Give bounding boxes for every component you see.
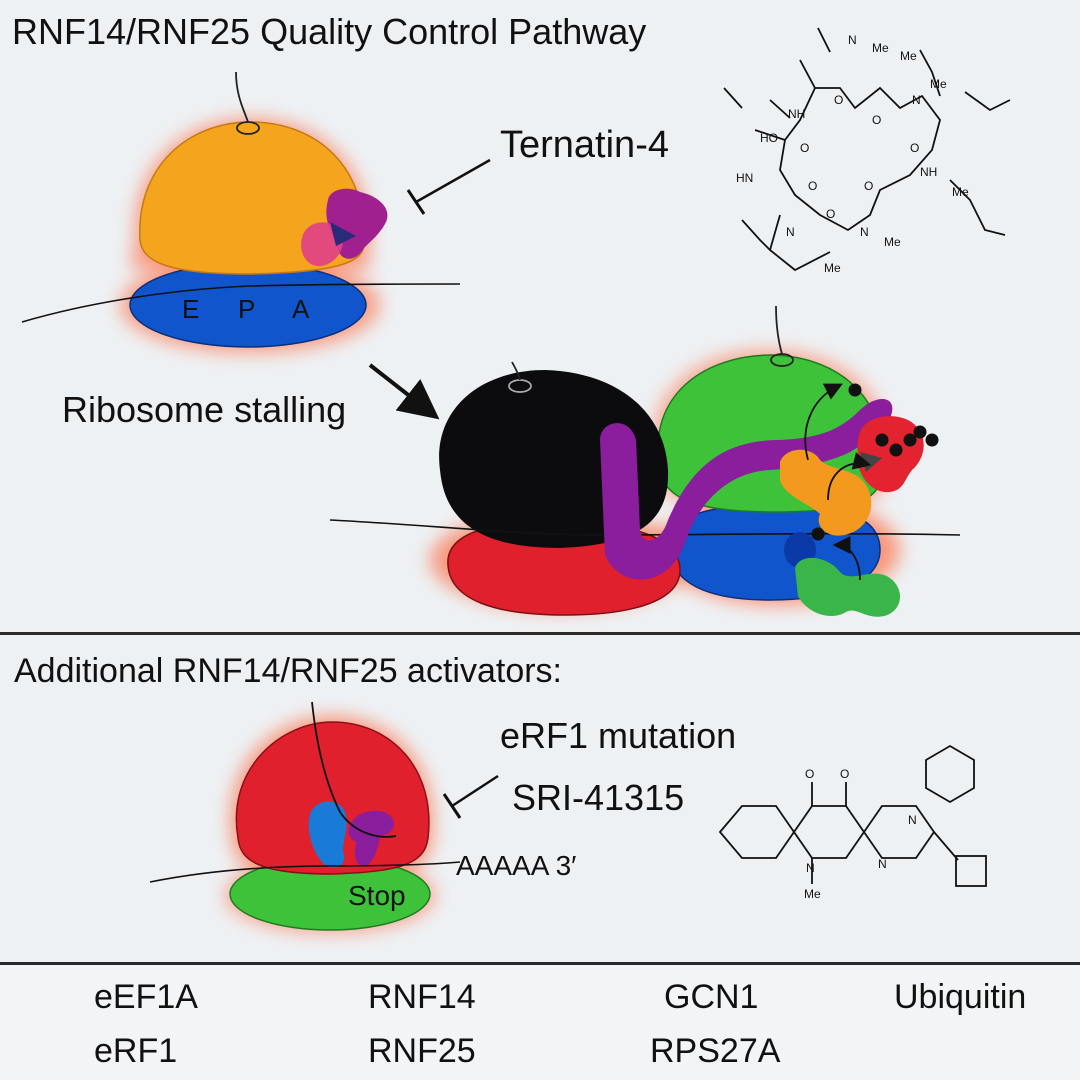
- legend-item-ubiquitin: Ubiquitin: [884, 978, 1026, 1017]
- legend-item-rnf14: RNF14: [358, 978, 476, 1017]
- legend-label-rnf25: RNF25: [368, 1032, 476, 1070]
- svg-text:HO: HO: [760, 131, 778, 145]
- legend-label-rnf14: RNF14: [368, 978, 476, 1016]
- svg-text:Me: Me: [952, 185, 969, 199]
- legend-label-gcn1: GCN1: [664, 978, 759, 1016]
- svg-text:O: O: [872, 113, 881, 127]
- legend-label-ubiquitin: Ubiquitin: [894, 978, 1027, 1016]
- figure-title: RNF14/RNF25 Quality Control Pathway: [12, 11, 647, 52]
- p-site-label: P: [238, 294, 256, 324]
- sri-41315-structure: [718, 744, 987, 887]
- svg-text:N: N: [786, 225, 795, 239]
- legend-label-erf1: eRF1: [94, 1032, 178, 1070]
- svg-text:O: O: [840, 767, 849, 781]
- svg-text:N: N: [848, 33, 857, 47]
- legend-label-rps27a: RPS27A: [650, 1032, 781, 1070]
- svg-text:Me: Me: [884, 235, 901, 249]
- svg-text:O: O: [805, 767, 814, 781]
- svg-text:O: O: [864, 179, 873, 193]
- e-site-label: E: [182, 294, 200, 324]
- activator-inhibition-arrow: [451, 774, 499, 808]
- svg-text:Me: Me: [872, 41, 889, 55]
- sri-41315-label: SRI-41315: [512, 777, 685, 818]
- svg-text:Me: Me: [930, 77, 947, 91]
- svg-text:NH: NH: [920, 165, 937, 179]
- ternatin-ribosome: [21, 71, 461, 353]
- ternatin-4-structure: [723, 27, 1011, 272]
- svg-text:N: N: [878, 857, 887, 871]
- stop-codon-label: Stop: [348, 880, 406, 911]
- svg-text:HN: HN: [736, 171, 753, 185]
- svg-text:N: N: [912, 93, 921, 107]
- svg-text:O: O: [800, 141, 809, 155]
- svg-text:NH: NH: [788, 107, 805, 121]
- ternatin-inhibition-arrow: [415, 158, 491, 204]
- svg-text:O: O: [910, 141, 919, 155]
- svg-text:Me: Me: [824, 261, 841, 275]
- legend-item-rnf25: RNF25: [358, 1032, 476, 1071]
- stalling-arrow: [368, 363, 440, 420]
- svg-text:N: N: [860, 225, 869, 239]
- svg-text:N: N: [908, 813, 917, 827]
- svg-text:Me: Me: [900, 49, 917, 63]
- rnf14-protein: [780, 449, 872, 536]
- gcn1-protein: [600, 398, 893, 580]
- legend-label-eef1a: eEF1A: [94, 978, 198, 1016]
- erf1-mutation-label: eRF1 mutation: [500, 715, 737, 756]
- legend-item-rps27a: RPS27A: [640, 1032, 780, 1071]
- a-site-label: A: [292, 294, 310, 324]
- legend-item-erf1: eRF1: [84, 1032, 177, 1071]
- legend-item-eef1a: eEF1A: [84, 978, 198, 1017]
- sri-atom-labels: O O N N N Me: [804, 767, 917, 901]
- rnf25-protein: [795, 557, 901, 617]
- legend-divider: [0, 962, 1080, 965]
- svg-text:O: O: [826, 207, 835, 221]
- ribosome-stalling-label: Ribosome stalling: [62, 389, 347, 430]
- svg-text:O: O: [808, 179, 817, 193]
- svg-text:N: N: [806, 861, 815, 875]
- section-2-title: Additional RNF14/RNF25 activators:: [14, 652, 563, 690]
- collided-ribosomes: [329, 305, 961, 617]
- section-divider: [0, 632, 1080, 635]
- ternatin-label: Ternatin-4: [500, 124, 669, 166]
- legend-item-gcn1: GCN1: [654, 978, 758, 1017]
- legend: eEF1A RNF14 GCN1 Ubiquitin eRF1 RNF25 RP…: [0, 966, 1080, 1080]
- ternatin-atom-labels: Me N Me Me N NH HO O O O O HN NH Me O O …: [736, 33, 969, 275]
- svg-text:Me: Me: [804, 887, 821, 901]
- polya-tail-label: AAAAA 3′: [456, 850, 577, 881]
- svg-text:O: O: [834, 93, 843, 107]
- activator-ribosome: [149, 701, 461, 933]
